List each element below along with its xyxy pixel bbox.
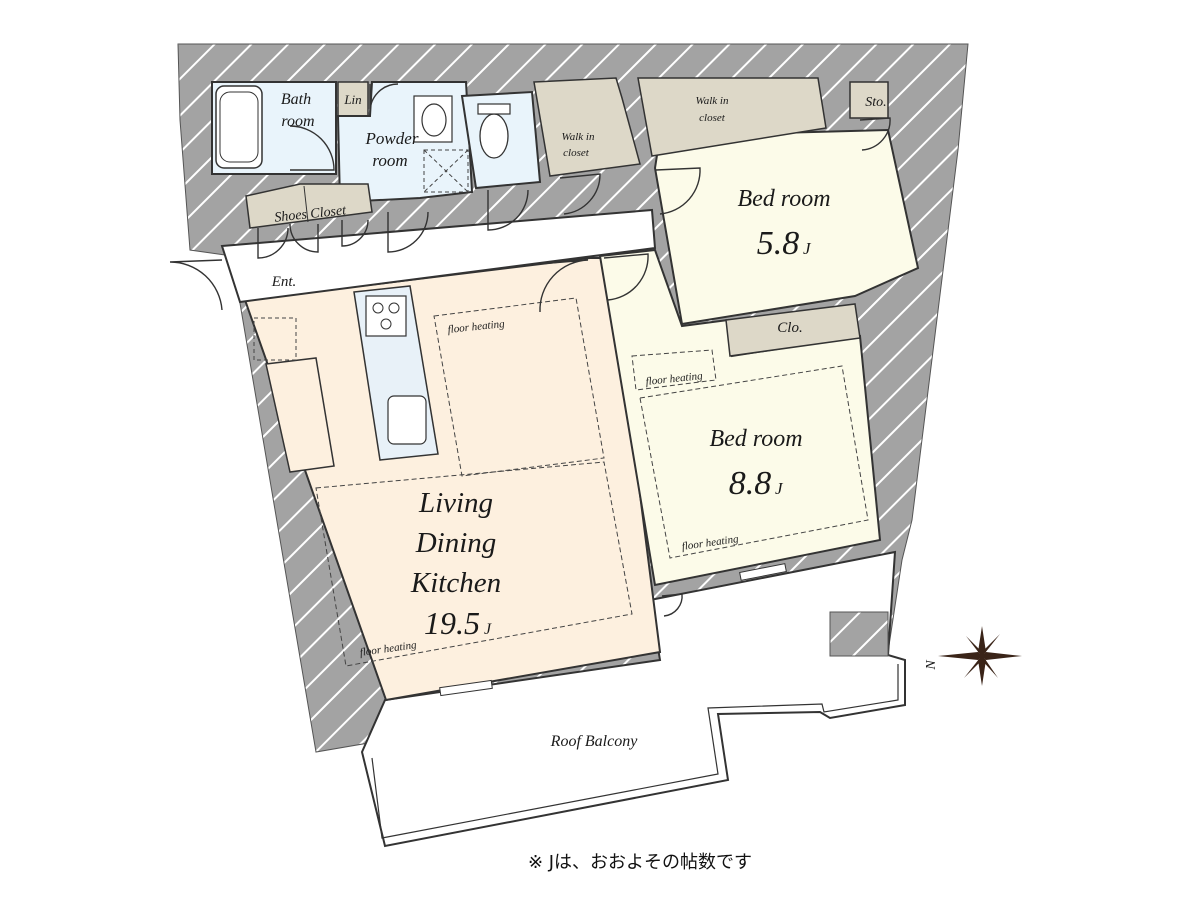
entrance-label: Ent.	[271, 274, 297, 290]
balcony-pillar	[829, 611, 889, 657]
corridor-floor	[220, 208, 657, 304]
bedroom2-name: Bed room	[709, 426, 802, 452]
roof-balcony-label: Roof Balcony	[550, 733, 639, 750]
ldk-label-2: Dining	[415, 527, 497, 559]
storage-label: Sto.	[865, 95, 886, 110]
balcony-inner-rail	[371, 664, 899, 839]
washer-space	[423, 149, 469, 193]
bedroom2-unit: J	[775, 479, 784, 498]
walkin-door	[559, 173, 601, 215]
compass-rose	[938, 626, 1022, 686]
bedroom2-size: 8.8	[729, 465, 772, 502]
balcony-door	[661, 593, 683, 617]
bedroom1-door	[655, 167, 701, 215]
closet-label: Clo.	[777, 320, 802, 336]
closet-floor	[725, 303, 861, 357]
bedroom2-heating-zone-1	[631, 349, 717, 391]
ldk-heating-label-1: floor heating	[447, 318, 506, 336]
sink	[387, 395, 427, 445]
door-swings	[169, 83, 891, 617]
walkin-closet-small-floor	[533, 77, 641, 177]
bedroom1-size: 5.8	[757, 225, 800, 262]
powder-label-1: Powder	[365, 129, 419, 148]
ldk-heating-zone-2	[315, 461, 633, 667]
ldk-unit: J	[484, 621, 492, 638]
storage-floor	[849, 81, 889, 119]
toilet	[479, 113, 509, 159]
powder-door	[387, 211, 429, 253]
bedroom2-door	[603, 253, 649, 301]
ldk-label-3: Kitchen	[410, 567, 501, 599]
bath-door	[289, 125, 335, 171]
ldk-door	[537, 259, 589, 313]
bath-label-2: room	[281, 113, 314, 130]
ldk-label-1: Living	[418, 487, 493, 519]
entrance-door	[169, 259, 223, 311]
storage-door	[859, 117, 891, 151]
ldk-size: 19.5	[424, 605, 480, 641]
bath-label-1: Bath	[281, 91, 311, 108]
powder-label-2: room	[372, 151, 407, 170]
shoes-closet-door-2	[289, 223, 319, 253]
toilet-door	[487, 189, 529, 231]
walkin-small-label-1: Walk in	[562, 131, 595, 143]
linen-floor	[337, 81, 369, 117]
shoes-closet-door-1	[257, 227, 289, 259]
ldk-window	[439, 679, 493, 697]
walkin-large-label-1: Walk in	[696, 95, 729, 107]
shoes-closet-floor	[245, 183, 373, 229]
fridge-space	[253, 317, 297, 361]
walkin-closet-large-floor	[637, 77, 827, 157]
bedroom2-window	[739, 563, 787, 581]
walkin-large-label-2: closet	[699, 112, 726, 124]
ldk-heating-zone-1	[433, 297, 605, 477]
shoes-closet-door-3	[341, 219, 369, 247]
cooktop	[365, 295, 407, 337]
compass-north-label: N	[924, 660, 939, 671]
linen-label: Lin	[343, 92, 361, 107]
bedroom1-unit: J	[803, 239, 812, 258]
walkin-small-label-2: closet	[563, 147, 590, 159]
back-counter	[265, 357, 335, 473]
bedroom2-heating-label-1: floor heating	[645, 370, 704, 388]
footnote: ※ Jは、おおよその帖数です	[528, 852, 752, 873]
bedroom1-name: Bed room	[737, 186, 830, 212]
bedroom2-heating-zone-2	[639, 365, 869, 559]
linen-door	[369, 83, 399, 113]
